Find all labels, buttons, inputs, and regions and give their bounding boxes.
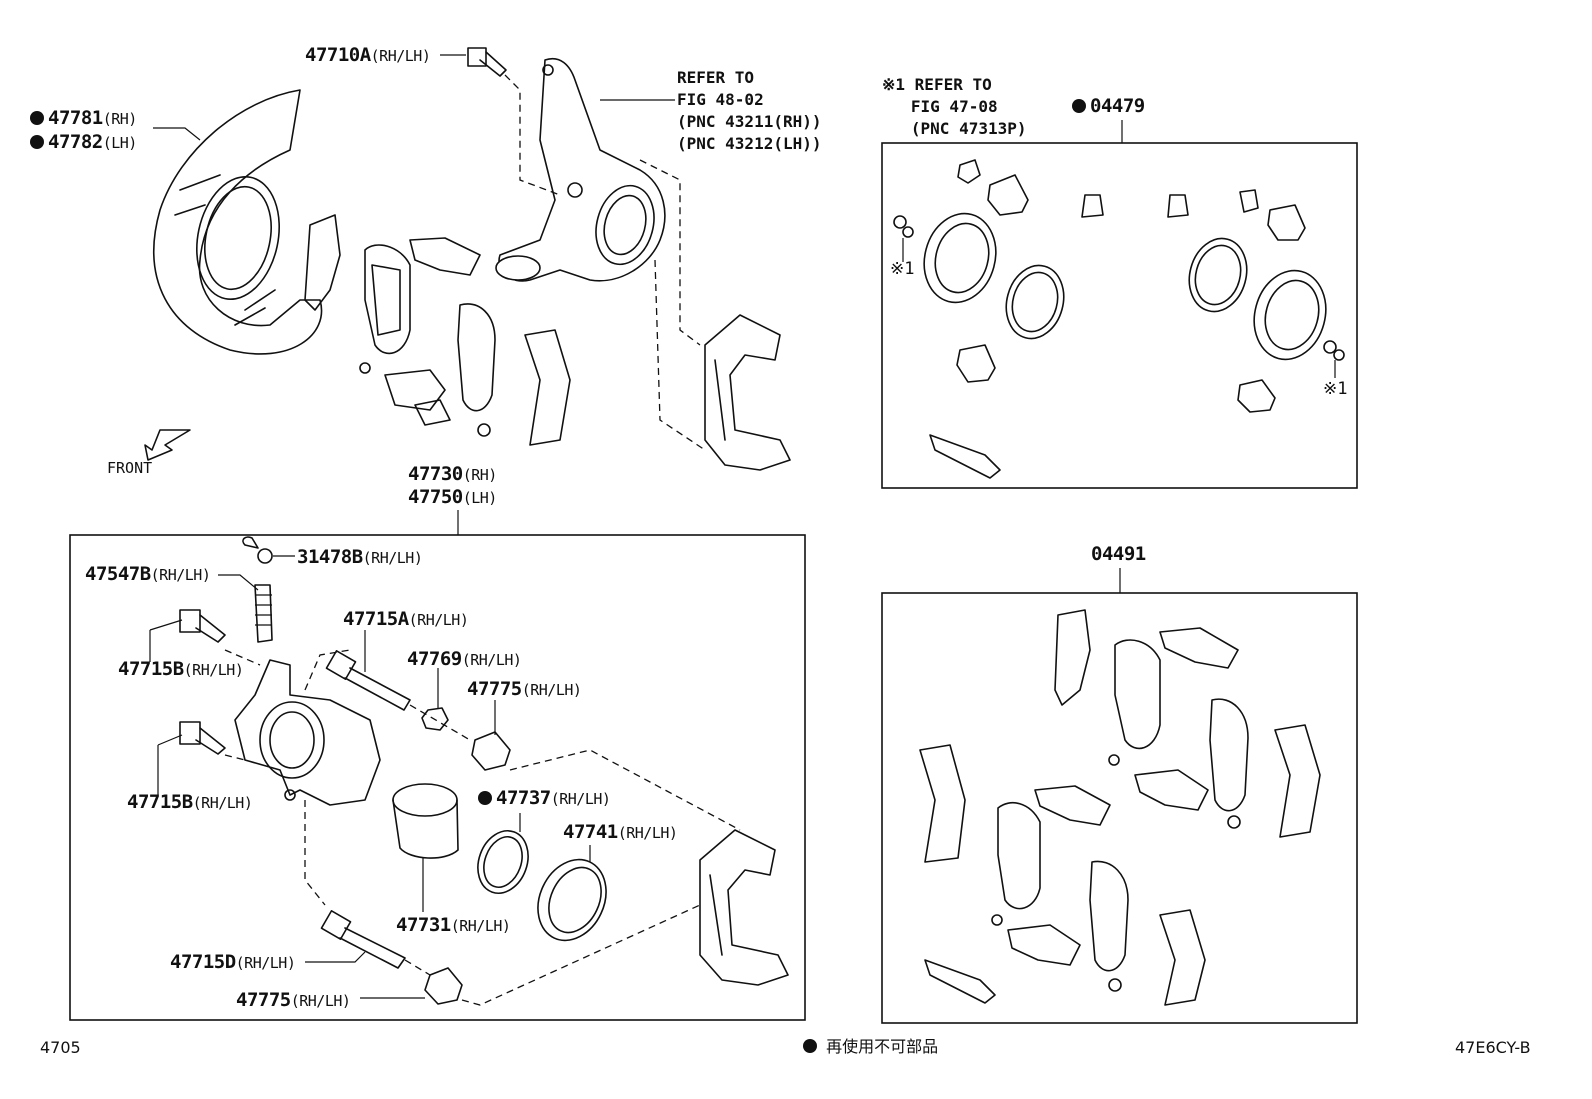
caliper-body — [234, 659, 381, 806]
label-47781: 47781(RH) — [30, 107, 137, 130]
nut-47769 — [421, 668, 449, 731]
label-47710a: 47710A(RH/LH) — [305, 44, 431, 66]
caliper-assembly-box — [69, 534, 806, 1021]
pad-kit-box — [881, 592, 1358, 1024]
label-47769: 47769(RH/LH) — [407, 648, 522, 670]
front-label: FRONT — [107, 459, 153, 477]
note-mark-right: ※1 — [1323, 379, 1348, 399]
refer-kit: ※1 REFER TO FIG 47-08 (PNC 47313P) — [882, 75, 1027, 138]
dust-shield — [153, 89, 323, 355]
footer-legend: 再使用不可部品 — [803, 1033, 938, 1057]
reuse-dot-icon — [30, 111, 44, 125]
reuse-dot-icon — [30, 135, 44, 149]
label-47715b-upper: 47715B(RH/LH) — [118, 658, 244, 680]
caliper-bracket-top — [704, 314, 791, 471]
bleeder-group — [218, 536, 295, 643]
seal-kit-box — [881, 142, 1358, 489]
boot-47775-lower — [360, 967, 463, 1005]
label-04491: 04491 — [1091, 543, 1146, 565]
footer-left-code: 4705 — [40, 1038, 81, 1057]
seal-kit-parts — [893, 159, 1345, 479]
steering-knuckle — [495, 58, 675, 282]
piston-47731 — [392, 783, 459, 912]
label-47731: 47731(RH/LH) — [396, 914, 511, 936]
grease-tube-icon — [929, 434, 1001, 479]
label-47750: 47750(LH) — [408, 486, 497, 508]
pad-kit-parts — [919, 609, 1321, 1006]
label-47730: 47730(RH) — [408, 463, 497, 485]
label-47782: 47782(LH) — [30, 131, 137, 154]
boot-47741 — [537, 845, 607, 942]
reuse-dot-icon — [478, 791, 492, 805]
pads-top — [304, 214, 571, 446]
label-47741: 47741(RH/LH) — [563, 821, 678, 843]
seal-47737 — [477, 813, 529, 894]
grease-tube-icon — [924, 959, 996, 1004]
label-04479: 04479 — [1072, 95, 1145, 117]
guide-pin-47715d — [305, 910, 406, 969]
reuse-dot-icon — [1072, 99, 1086, 113]
label-47715a: 47715A(RH/LH) — [343, 608, 469, 630]
label-47715b-lower: 47715B(RH/LH) — [127, 791, 253, 813]
label-47715d: 47715D(RH/LH) — [170, 951, 296, 973]
label-31478b: 31478B(RH/LH) — [297, 546, 423, 568]
boot-47775-upper — [471, 700, 511, 771]
label-47547b: 47547B(RH/LH) — [85, 563, 211, 585]
label-47737: 47737(RH/LH) — [478, 787, 611, 810]
note-mark-left: ※1 — [890, 259, 915, 279]
bolt-47715b-lower — [157, 721, 226, 795]
bolt-47715b-upper — [149, 609, 226, 662]
front-arrow-icon — [144, 429, 191, 461]
label-47775-upper: 47775(RH/LH) — [467, 678, 582, 700]
guide-pin-47715a — [325, 630, 411, 711]
bolt-47710a — [440, 47, 507, 77]
caliper-bracket-bottom — [699, 829, 789, 986]
reuse-dot-icon — [803, 1039, 817, 1053]
footer-right-code: 47E6CY-B — [1455, 1038, 1531, 1057]
label-47775-lower: 47775(RH/LH) — [236, 989, 351, 1011]
